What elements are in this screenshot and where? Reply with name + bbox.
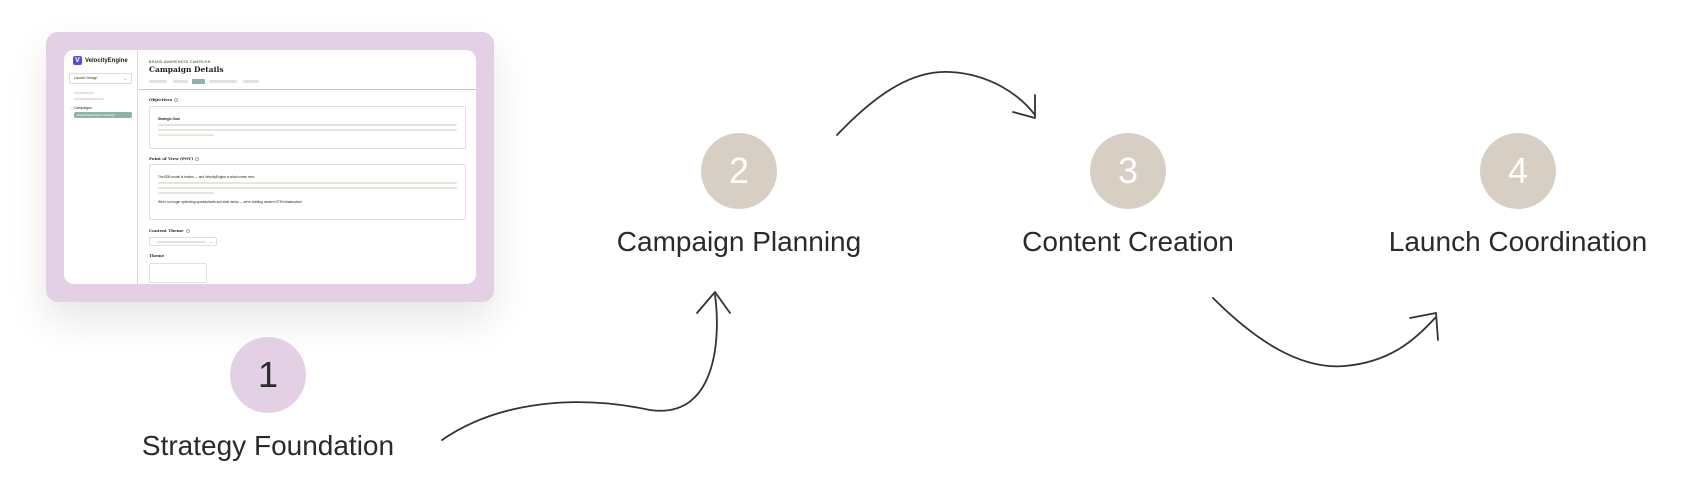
step-3-number: 3 [1117, 150, 1139, 191]
chevron-down-icon: ⌄ [70, 106, 73, 110]
pov-label: Point of View (POV) [149, 156, 194, 161]
pov-line-2: We're no longer optimizing spreadsheets … [158, 200, 303, 204]
workspace-dropdown[interactable]: Launch Design ⌄ [69, 73, 132, 84]
info-icon [174, 98, 179, 102]
info-icon [185, 229, 190, 233]
workspace-dropdown-value: Launch Design [74, 76, 98, 80]
campaign-eyebrow: BRAND AWARENESS CAMPAIGN [149, 60, 211, 64]
arrow-step2-to-step3 [836, 71, 1036, 136]
step-1-label: Strategy Foundation [141, 430, 395, 461]
arrow-step3-to-step4 [1212, 297, 1436, 368]
tab[interactable] [173, 80, 188, 83]
pov-box[interactable]: The B2B model is broken — and VelocityEn… [149, 164, 466, 220]
step-4-number: 4 [1507, 150, 1529, 191]
content-theme-select[interactable]: ⌄ [149, 237, 217, 246]
step-2-badge: 2 [701, 133, 777, 209]
text-placeholder [158, 134, 214, 136]
strategic-goal-label: Strategic Goal [158, 117, 180, 121]
arrow-head-icon [1012, 94, 1036, 119]
tab[interactable] [149, 80, 167, 83]
step-2-label: Campaign Planning [616, 226, 862, 257]
info-icon [195, 157, 200, 161]
arrow-head-icon [1409, 312, 1439, 341]
step-4-label: Launch Coordination [1388, 226, 1648, 257]
sidebar-placeholder [74, 98, 104, 100]
text-placeholder [158, 124, 457, 126]
step-3-label: Content Creation [1022, 226, 1234, 257]
app-logo: V VelocityEngine [73, 56, 128, 65]
objectives-label: Objectives [149, 97, 173, 102]
select-placeholder [157, 241, 205, 243]
content-theme-heading: Content Theme [149, 228, 190, 233]
step-1-number: 1 [257, 354, 279, 395]
sidebar-item-label: Campaigns [74, 106, 92, 110]
tab[interactable] [209, 80, 237, 83]
main-content: BRAND AWARENESS CAMPAIGN Campaign Detail… [139, 50, 476, 284]
step-3-badge: 3 [1090, 133, 1166, 209]
tab-active[interactable] [192, 79, 205, 84]
theme-heading: Theme [149, 253, 165, 258]
logo-mark-icon: V [73, 56, 82, 65]
sidebar-placeholder [74, 92, 94, 94]
arrow-step1-to-step2 [441, 294, 718, 441]
text-placeholder [158, 182, 457, 184]
arrow-head-icon [696, 291, 731, 314]
objectives-heading: Objectives [149, 97, 179, 102]
app-screenshot-card: V VelocityEngine Launch Design ⌄ ⌄ Campa… [46, 32, 494, 302]
sidebar-item-active[interactable]: Brand Awareness Campaign [74, 112, 132, 118]
content-theme-label: Content Theme [149, 228, 184, 233]
app-name: VelocityEngine [85, 57, 128, 64]
tab[interactable] [243, 80, 259, 83]
theme-field[interactable] [149, 263, 207, 283]
pov-line-1: The B2B model is broken — and VelocityEn… [158, 175, 255, 179]
app-window: V VelocityEngine Launch Design ⌄ ⌄ Campa… [64, 50, 476, 284]
step-1-badge: 1 [230, 337, 306, 413]
chevron-down-icon: ⌄ [123, 76, 127, 81]
page-title: Campaign Details [149, 65, 224, 74]
step-2-number: 2 [728, 150, 750, 191]
chevron-down-icon: ⌄ [209, 239, 213, 244]
step-4-badge: 4 [1480, 133, 1556, 209]
pov-heading: Point of View (POV) [149, 156, 200, 161]
header-divider [139, 89, 476, 90]
objectives-box[interactable]: Strategic Goal [149, 106, 466, 149]
text-placeholder [158, 192, 214, 194]
text-placeholder [158, 129, 457, 131]
text-placeholder [158, 187, 457, 189]
sidebar: V VelocityEngine Launch Design ⌄ ⌄ Campa… [64, 50, 138, 284]
sidebar-item-campaigns[interactable]: ⌄ Campaigns [70, 106, 92, 110]
